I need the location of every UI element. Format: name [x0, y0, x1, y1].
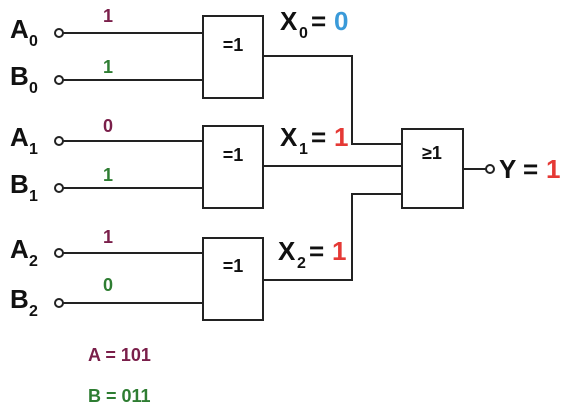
xor-gate-2: =1 — [202, 237, 264, 321]
label-x0: X 0 = 0 — [280, 6, 348, 42]
bit-a2: 1 — [103, 227, 113, 247]
xor-gate-1-body — [202, 125, 264, 209]
label-b0-letter: B — [10, 61, 29, 91]
value-x2: 1 — [332, 236, 346, 266]
label-y: Y = 1 — [499, 154, 560, 184]
label-a0-letter: A — [10, 14, 29, 44]
label-b0-index: 0 — [29, 80, 38, 97]
label-a2: A 2 — [10, 234, 38, 270]
label-b2-index: 2 — [29, 303, 38, 320]
label-x1: X 1 = 1 — [280, 122, 348, 158]
label-a0-index: 0 — [29, 33, 38, 50]
gate-output-wires — [263, 55, 486, 281]
terminal-b1 — [54, 183, 64, 193]
label-y-letter: Y — [499, 154, 516, 184]
label-b1: B 1 — [10, 169, 38, 205]
wire-x2 — [263, 193, 402, 281]
label-a1-letter: A — [10, 122, 29, 152]
bit-a1: 0 — [103, 116, 113, 136]
label-x1-letter: X — [280, 122, 298, 152]
xor-gate-0-body — [202, 15, 264, 99]
label-b0: B 0 — [10, 61, 38, 97]
label-x1-index: 1 — [299, 141, 308, 158]
input-wires — [62, 32, 203, 304]
label-a1-index: 1 — [29, 141, 38, 158]
label-x2-letter: X — [278, 236, 296, 266]
terminal-b0 — [54, 75, 64, 85]
xor-gate-0-symbol: =1 — [223, 35, 244, 55]
label-b2: B 2 — [10, 284, 38, 320]
label-x2: X 2 = 1 — [278, 236, 346, 272]
label-a2-index: 2 — [29, 253, 38, 270]
label-a2-letter: A — [10, 234, 29, 264]
label-x0-letter: X — [280, 6, 298, 36]
terminal-a0 — [54, 28, 64, 38]
label-x0-equals: = — [311, 6, 326, 36]
wire-x0 — [263, 55, 402, 145]
label-a1: A 1 — [10, 122, 38, 158]
label-x1-equals: = — [311, 122, 326, 152]
bit-b2: 0 — [103, 275, 113, 295]
label-b1-letter: B — [10, 169, 29, 199]
terminal-a2 — [54, 248, 64, 258]
terminal-b2 — [54, 298, 64, 308]
terminal-y — [485, 164, 495, 174]
bit-a0: 1 — [103, 6, 113, 26]
summary-a: A = 101 — [88, 345, 151, 365]
label-a0: A 0 — [10, 14, 38, 50]
or-gate: ≥1 — [401, 128, 464, 209]
or-gate-body — [401, 128, 464, 209]
xor-gate-2-symbol: =1 — [223, 256, 244, 276]
label-x2-index: 2 — [297, 255, 306, 272]
xor-gate-0: =1 — [202, 15, 264, 99]
terminal-a1 — [54, 136, 64, 146]
xor-gate-1-symbol: =1 — [223, 145, 244, 165]
label-x2-equals: = — [309, 236, 324, 266]
value-x0: 0 — [334, 6, 348, 36]
xor-gate-1: =1 — [202, 125, 264, 209]
value-y: 1 — [546, 154, 560, 184]
label-x0-index: 0 — [299, 25, 308, 42]
input-terminals — [54, 28, 64, 308]
label-b2-letter: B — [10, 284, 29, 314]
or-gate-symbol: ≥1 — [422, 143, 442, 163]
label-y-equals: = — [523, 154, 538, 184]
bit-b0: 1 — [103, 57, 113, 77]
bit-b1: 1 — [103, 165, 113, 185]
summary-b: B = 011 — [88, 386, 151, 406]
xor-gate-2-body — [202, 237, 264, 321]
value-x1: 1 — [334, 122, 348, 152]
label-b1-index: 1 — [29, 188, 38, 205]
